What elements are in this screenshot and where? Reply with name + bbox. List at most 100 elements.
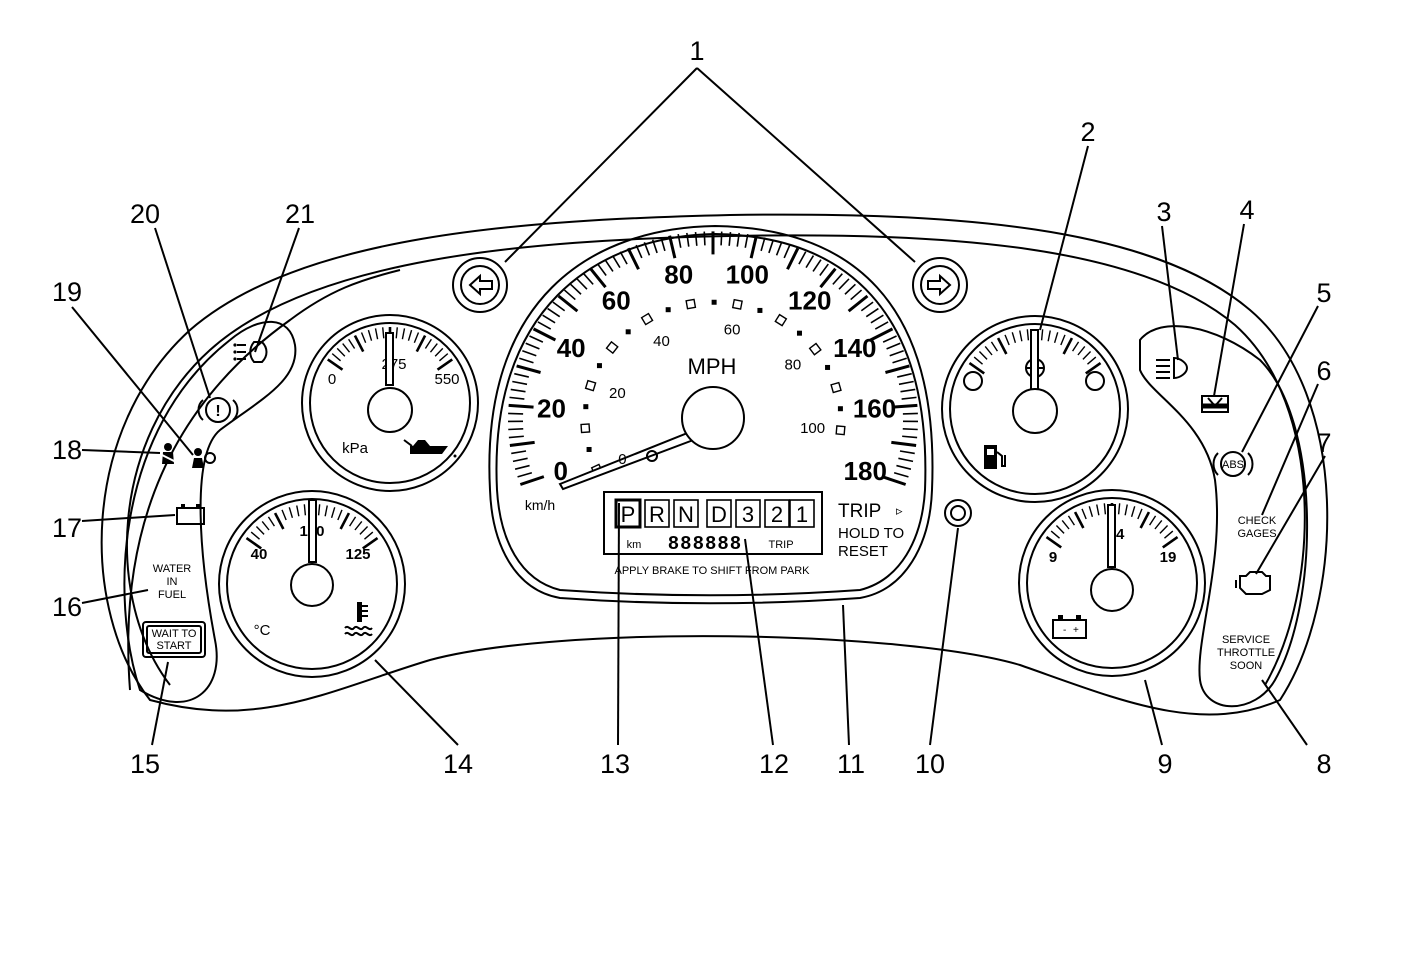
speedometer: MPH km/h APPLY BRAKE TO SHIFT FROM PARK <box>488 224 934 605</box>
gear-2: 2 <box>771 502 783 527</box>
volt-hub <box>1090 568 1134 612</box>
oil-max: 550 <box>434 371 459 388</box>
mph-label-100: 100 <box>726 259 769 289</box>
brake-warning-indicator: ! <box>197 397 239 423</box>
fuel-hub <box>1012 388 1058 434</box>
callout-14: 14 <box>443 749 473 779</box>
gear-P: P <box>621 502 636 527</box>
mph-label-0: 0 <box>554 456 568 486</box>
water-in-fuel-indicator: WATER IN FUEL <box>153 563 192 601</box>
fog-lamp-indicator <box>233 341 268 363</box>
svg-text:START: START <box>156 640 191 652</box>
svg-text:IN: IN <box>167 576 178 588</box>
oil-unit: kPa <box>342 440 369 457</box>
svg-text:THROTTLE: THROTTLE <box>1217 647 1275 659</box>
callout-1: 1 <box>689 36 704 66</box>
svg-text:SERVICE: SERVICE <box>1222 634 1270 646</box>
right-tell-tale-panel <box>1139 325 1309 708</box>
callout-7: 7 <box>1316 428 1331 458</box>
low-coolant-indicator <box>1201 395 1229 413</box>
right-turn-signal <box>912 257 968 313</box>
trip-line1: HOLD TO <box>838 525 904 542</box>
trip-line2: RESET <box>838 543 888 560</box>
gear-R: R <box>649 502 665 527</box>
oil-min: 0 <box>328 371 336 388</box>
callout-5: 5 <box>1316 278 1331 308</box>
mph-label-120: 120 <box>788 285 831 315</box>
callout-17: 17 <box>52 513 82 543</box>
fuel-pump-icon <box>984 445 1006 469</box>
kmh-unit-label: km/h <box>525 497 555 513</box>
callout-2: 2 <box>1080 117 1095 147</box>
callout-21: 21 <box>285 199 315 229</box>
gear-N: N <box>678 502 694 527</box>
svg-text:!: ! <box>215 403 220 420</box>
volt-max: 19 <box>1160 549 1177 566</box>
odometer-unit: km <box>627 539 642 551</box>
callout-18: 18 <box>52 435 82 465</box>
wait-to-start-indicator: WAIT TO START <box>142 621 206 658</box>
mph-label-180: 180 <box>844 456 887 486</box>
svg-text:CHECK: CHECK <box>1238 515 1277 527</box>
callout-10: 10 <box>915 749 945 779</box>
mph-label-140: 140 <box>833 333 876 363</box>
gear-1: 1 <box>796 502 808 527</box>
callout-20: 20 <box>130 199 160 229</box>
svg-text:WAIT TO: WAIT TO <box>152 628 197 640</box>
speedometer-hub <box>681 386 745 450</box>
callout-11: 11 <box>837 749 865 779</box>
trip-title: TRIP <box>838 501 881 522</box>
shift-warning-text: APPLY BRAKE TO SHIFT FROM PARK <box>615 565 811 577</box>
callout-16: 16 <box>52 592 82 622</box>
coolant-thermometer-icon <box>344 602 373 637</box>
callout-13: 13 <box>600 749 630 779</box>
svg-text:GAGES: GAGES <box>1237 528 1276 540</box>
mph-label-80: 80 <box>664 259 693 289</box>
svg-text:WATER: WATER <box>153 563 192 575</box>
callout-6: 6 <box>1316 356 1331 386</box>
callout-19: 19 <box>52 277 82 307</box>
svg-text:FUEL: FUEL <box>158 589 186 601</box>
volt-needle <box>1107 504 1116 568</box>
service-throttle-soon-indicator: SERVICE THROTTLE SOON <box>1217 634 1275 672</box>
seatbelt-indicator <box>159 443 177 464</box>
mph-label-20: 20 <box>537 393 566 423</box>
volt-min: 9 <box>1049 549 1057 566</box>
oil-hub <box>367 387 413 433</box>
temp-min: 40 <box>251 546 268 563</box>
svg-text:SOON: SOON <box>1230 660 1262 672</box>
callout-4: 4 <box>1239 195 1254 225</box>
kmh-label-80: 80 <box>785 357 802 374</box>
svg-text:ABS: ABS <box>1222 459 1244 471</box>
abs-indicator: ABS <box>1212 451 1254 477</box>
check-engine-indicator <box>1235 571 1271 595</box>
battery-icon: - + <box>1052 615 1087 639</box>
coolant-temperature-gauge: 40 100 125 °C <box>218 490 406 678</box>
kmh-label-60: 60 <box>724 322 741 339</box>
kmh-label-20: 20 <box>609 385 626 402</box>
airbag-indicator <box>192 448 216 468</box>
temp-max: 125 <box>345 546 370 563</box>
temp-unit: °C <box>254 622 271 639</box>
check-gages-indicator: CHECK GAGES <box>1237 515 1276 540</box>
mph-label-160: 160 <box>853 393 896 423</box>
needle-stop <box>646 450 658 462</box>
mph-unit-label: MPH <box>688 354 737 379</box>
oil-can-icon <box>403 439 457 458</box>
trip-reset-button <box>944 499 972 527</box>
fuel-needle <box>1030 329 1039 391</box>
charging-system-indicator <box>176 504 205 525</box>
fuel-empty-mark <box>963 371 983 391</box>
callout-15: 15 <box>130 749 160 779</box>
trip-reset-text: TRIP ▹ HOLD TO RESET <box>838 501 904 560</box>
high-beam-indicator <box>1156 356 1189 380</box>
odometer-digits: 888888 <box>668 533 742 555</box>
speedometer-needle <box>558 426 706 491</box>
gear-3: 3 <box>742 502 754 527</box>
kmh-label-0: 0 <box>618 451 626 468</box>
